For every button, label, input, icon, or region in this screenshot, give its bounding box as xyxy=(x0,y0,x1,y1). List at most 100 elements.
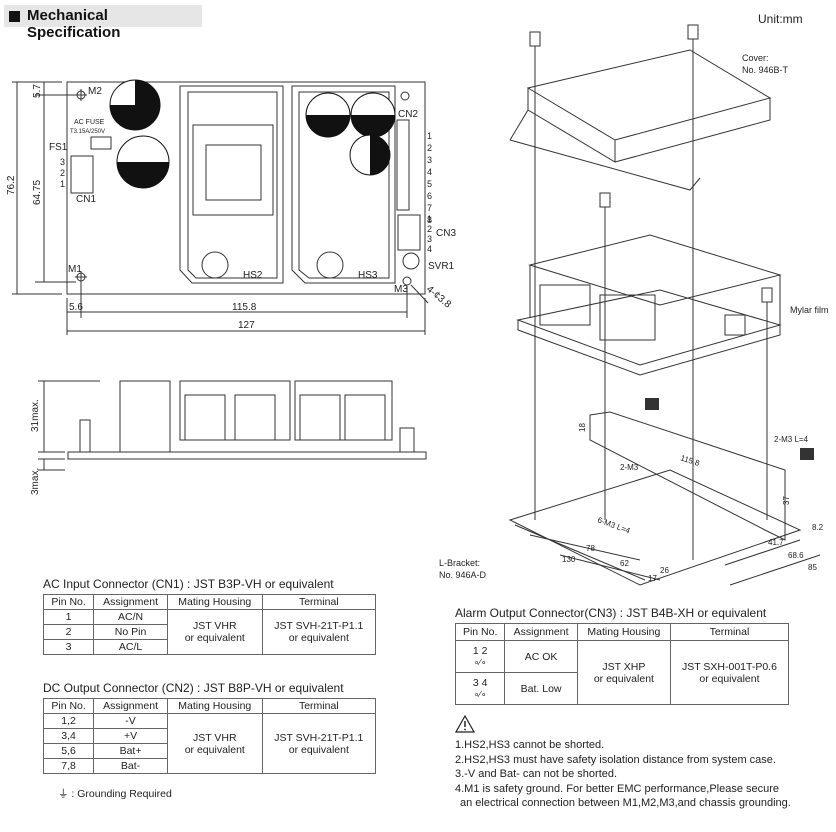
base-plate xyxy=(508,469,802,586)
housing-line: JST XHP xyxy=(602,660,646,673)
warning-icon xyxy=(455,715,475,733)
cn3-caption: Alarm Output Connector(CN3) : JST B4B-XH… xyxy=(455,606,767,620)
cn1-caption: AC Input Connector (CN1) : JST B3P-VH or… xyxy=(43,577,334,591)
cn1-pin-2: 2 xyxy=(60,168,65,178)
dim-31max: 31max. xyxy=(30,399,41,432)
label-cover-no: No. 946B-T xyxy=(742,65,789,75)
cn2-pin: 8 xyxy=(427,215,432,225)
dim-41-7: 41.7 xyxy=(768,538,784,547)
col-terminal: Terminal xyxy=(261,594,377,610)
dim-115-8: 115.8 xyxy=(232,302,257,313)
col-pin: Pin No. xyxy=(42,698,95,714)
screw-icon xyxy=(599,192,611,208)
dim-37: 37 xyxy=(782,496,791,505)
fuse-fs1 xyxy=(90,136,112,150)
section-title: Mechanical Specification xyxy=(27,7,121,41)
col-terminal: Terminal xyxy=(261,698,377,714)
dim-18: 18 xyxy=(578,423,587,432)
cn1-table: Pin No. Assignment Mating Housing Termin… xyxy=(42,594,377,655)
pin-label: 3 4 xyxy=(472,677,488,689)
note-item: an electrical connection between M1,M2,M… xyxy=(460,797,791,809)
exploded-view-drawing: Cover: No. 946B-T Mylar film L-Bracket: … xyxy=(439,24,829,586)
table-cell: 1 2∘∕∘ xyxy=(454,640,506,673)
label-hs2: HS2 xyxy=(243,270,263,281)
dim-2-m3: 2-M3 xyxy=(620,463,639,472)
cn2-pin: 1 xyxy=(427,131,432,141)
hs3-warning-icon xyxy=(316,251,344,279)
label-lbracket: L-Bracket: xyxy=(439,558,480,568)
note-item: 4.M1 is safety ground. For better EMC pe… xyxy=(455,782,780,795)
cn3-pin: 1 xyxy=(427,214,432,224)
housing-line: JST VHR xyxy=(192,620,237,632)
col-assignment: Assignment xyxy=(93,594,168,610)
cn2-pin: 2 xyxy=(427,143,432,153)
table-cell: 7,8 xyxy=(42,758,95,774)
screw-icon xyxy=(529,31,541,47)
dim-85: 85 xyxy=(808,563,817,572)
table-cell: 5,6 xyxy=(42,743,95,759)
dim-17: 17 xyxy=(648,574,657,583)
col-pin: Pin No. xyxy=(42,594,95,610)
switch-icon: ∘∕∘ xyxy=(473,657,487,667)
label-cn3: CN3 xyxy=(436,228,456,239)
table-cell: AC OK xyxy=(504,640,578,673)
dim-68-6: 68.6 xyxy=(788,551,804,560)
label-cn1: CN1 xyxy=(76,194,96,205)
label-svr1: SVR1 xyxy=(428,261,455,272)
screw-icon xyxy=(800,448,814,460)
cn2-pin: 5 xyxy=(427,179,432,189)
cover-top xyxy=(526,49,772,141)
terminal-line: or equivalent xyxy=(288,632,349,644)
table-cell: No Pin xyxy=(93,624,168,640)
label-cover: Cover: xyxy=(742,53,769,63)
table-cell: AC/N xyxy=(93,609,168,625)
table-cell: 3,4 xyxy=(42,728,95,744)
dim-76-2: 76.2 xyxy=(6,175,17,195)
section-header: Mechanical Specification xyxy=(4,5,202,41)
header-square-icon xyxy=(9,11,20,22)
cn1-connector xyxy=(70,155,94,194)
ground-note: ⏚ : Grounding Required xyxy=(58,786,172,801)
label-m2: M2 xyxy=(88,86,102,97)
ground-note-text: : Grounding Required xyxy=(71,788,172,800)
table-cell: -V xyxy=(93,713,168,729)
svr1-trimmer xyxy=(402,252,420,270)
cn3-pin: 3 xyxy=(427,234,432,244)
top-view-drawing: M2 AC FUSE T3.15A/250V FS1 3 2 1 CN1 M1 … xyxy=(6,79,456,335)
terminal-line: JST SXH-001T-P0.6 xyxy=(682,660,777,673)
heatsink-hs3 xyxy=(291,85,396,284)
note-item: 2.HS2,HS3 must have safety isolation dis… xyxy=(455,753,776,766)
dim-115-8-b: 115.8 xyxy=(679,453,701,468)
col-pin: Pin No. xyxy=(454,623,506,641)
col-housing: Mating Housing xyxy=(166,698,263,714)
notes-list: 1.HS2,HS3 cannot be shorted. 2.HS2,HS3 m… xyxy=(455,738,791,811)
table-cell: 1,2 xyxy=(42,713,95,729)
col-housing: Mating Housing xyxy=(166,594,263,610)
dim-78: 78 xyxy=(586,544,595,553)
screw-icon xyxy=(687,24,699,40)
label-lbracket-no: No. 946A-D xyxy=(439,570,487,580)
table-cell: Bat. Low xyxy=(504,672,578,705)
cn2-pin: 7 xyxy=(427,203,432,213)
dim-5-6: 5.6 xyxy=(69,302,83,313)
note-item: 1.HS2,HS3 cannot be shorted. xyxy=(455,739,605,751)
col-terminal: Terminal xyxy=(669,623,790,641)
unit-label: Unit:mm xyxy=(758,12,803,26)
dim-64-75: 64.75 xyxy=(32,180,43,205)
housing-line: or equivalent xyxy=(184,632,245,644)
table-cell: Bat+ xyxy=(93,743,168,759)
note-item: 3.-V and Bat- can not be shorted. xyxy=(455,768,618,780)
dim-6-m3: 6-M3 L=4 xyxy=(596,515,632,535)
table-cell: +V xyxy=(93,728,168,744)
label-fuse-rating: T3.15A/250V xyxy=(70,129,105,135)
cn2-caption: DC Output Connector (CN2) : JST B8P-VH o… xyxy=(43,681,344,695)
cn3-pin: 2 xyxy=(427,224,432,234)
table-cell: Bat- xyxy=(93,758,168,774)
l-bracket xyxy=(589,411,786,541)
hs2-warning-icon xyxy=(201,251,229,279)
cn3-connector xyxy=(397,214,421,251)
table-cell: 1 xyxy=(42,609,95,625)
